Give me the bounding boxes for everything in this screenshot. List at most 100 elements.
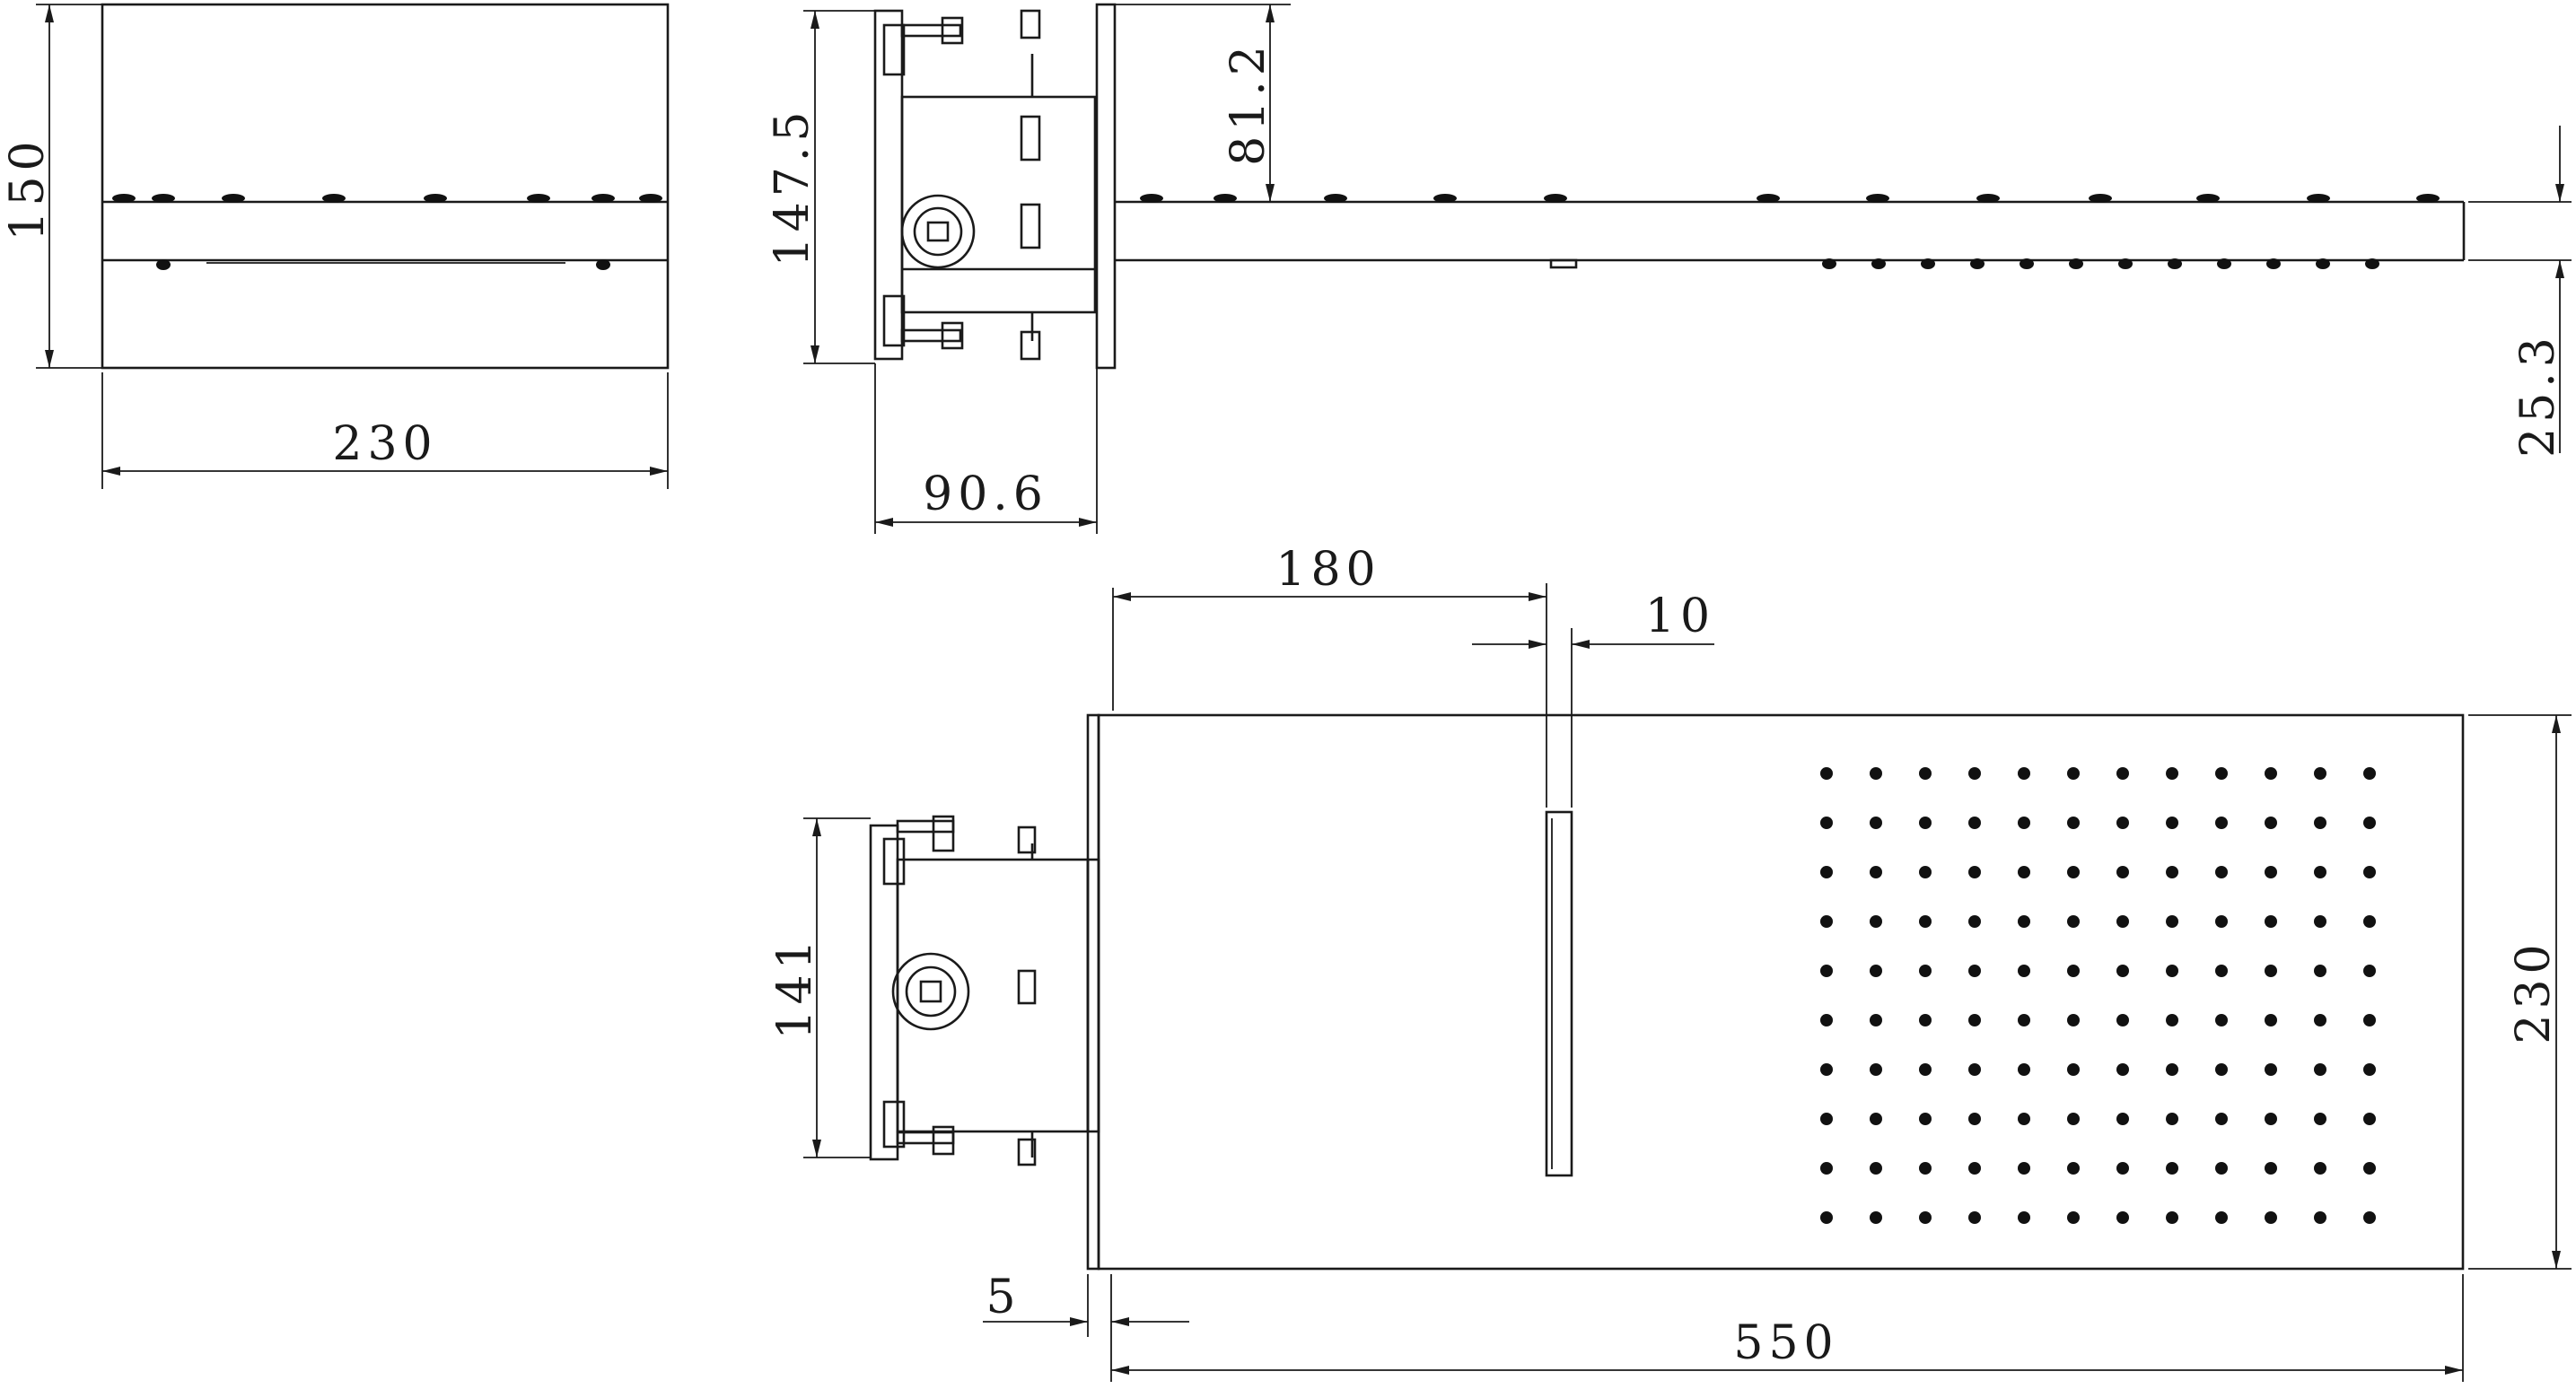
nozzle-dot [1968,1211,1981,1224]
dim-outlet-width: 10 [1472,590,1714,808]
nozzle-dot [2166,866,2178,878]
nozzle-dot [2116,1063,2129,1076]
nozzle-dot [2314,1014,2326,1026]
nozzle-dot [1820,1162,1833,1175]
nozzle-dot [1820,1113,1833,1125]
nozzle-dot [2314,817,2326,829]
nozzle-dot [2316,258,2330,269]
nozzle-dot [1820,1063,1833,1076]
nozzle-dot [2166,1162,2178,1175]
nozzle-dot [2018,915,2030,928]
nozzle-dot [2265,965,2277,977]
nozzle-dot [2307,194,2330,203]
plan-view [869,713,2465,1271]
nozzle-dot [1968,866,1981,878]
nozzle-dot [1822,258,1836,269]
nozzle-dot [2067,1063,2080,1076]
nozzle-dot [1870,915,1882,928]
nozzle-dot [2116,1014,2129,1026]
nozzle-dot [2067,915,2080,928]
dim-valve-depth-label: 90.6 [923,467,1048,521]
nozzle-dot [1820,1211,1833,1224]
nozzle-dot [2215,915,2228,928]
nozzle-dot [639,194,662,203]
nozzle-dot [2018,1211,2030,1224]
nozzle-dot [322,194,346,203]
dim-head-length: 550 [1111,1274,2464,1382]
nozzle-dot [156,259,171,270]
nozzle-dot [1870,1014,1882,1026]
nozzle-dot [2363,915,2376,928]
nozzle-dot [1324,194,1347,203]
nozzle-dot [424,194,447,203]
nozzle-dot [2089,194,2112,203]
nozzle-dot [2265,915,2277,928]
nozzle-dot [2265,1063,2277,1076]
dim-head-width-label: 230 [2507,939,2561,1044]
nozzle-dot [2018,1162,2030,1175]
nozzle-dot [2363,1211,2376,1224]
nozzle-dot [222,194,245,203]
nozzle-dot [1919,915,1932,928]
nozzle-dot [527,194,550,203]
nozzle-dot [2166,965,2178,977]
nozzle-dot [2215,1014,2228,1026]
nozzle-dot [2314,915,2326,928]
dim-side-width-label: 230 [332,417,437,471]
dim-side-height-label: 150 [1,135,55,240]
nozzle-dot [2020,258,2034,269]
dim-flange-thickness: 5 [983,1271,1189,1382]
dim-outlet-position: 180 [1112,543,1547,808]
nozzle-dot [2363,1113,2376,1125]
nozzle-dot [2265,1014,2277,1026]
nozzle-dot [1870,817,1882,829]
nozzle-dot [1870,1162,1882,1175]
nozzle-dot [2363,965,2376,977]
dim-flange-thickness-label: 5 [986,1271,1021,1324]
nozzle-dot [1866,194,1889,203]
dim-mount-height-label: 141 [768,934,822,1039]
side-view [873,3,2466,370]
dim-head-thickness-label: 25.3 [2511,332,2565,458]
nozzle-dot [1968,1063,1981,1076]
nozzle-dot [1968,1113,1981,1125]
nozzle-dot [2118,258,2133,269]
nozzle-grid [1820,767,2376,1224]
nozzle-dot [2018,866,2030,878]
nozzle-dot [1820,915,1833,928]
nozzle-dot [1919,866,1932,878]
nozzle-dot [1870,1063,1882,1076]
nozzle-dot [1870,965,1882,977]
nozzle-dot [1433,194,1457,203]
nozzle-dot [1968,1162,1981,1175]
nozzle-dot [2018,1063,2030,1076]
dim-outlet-position-label: 180 [1275,543,1380,597]
nozzle-dot [1870,1211,1882,1224]
nozzle-dot [2067,767,2080,780]
nozzle-dot [2363,866,2376,878]
head-plate [1097,713,2465,1271]
dim-head-width: 230 [2468,714,2572,1270]
nozzle-dot [591,194,615,203]
nozzle-dot [2215,965,2228,977]
shower-arm-side [1115,194,2466,269]
nozzle-dot [1976,194,2000,203]
nozzle-dot [1870,866,1882,878]
nozzle-dot [2265,817,2277,829]
nozzle-dot [2314,1162,2326,1175]
nozzle-dot [2363,1014,2376,1026]
nozzle-dot [2265,866,2277,878]
nozzle-dot [2166,1014,2178,1026]
nozzle-dot [2067,817,2080,829]
nozzle-dot [2018,767,2030,780]
nozzle-dot [2215,767,2228,780]
nozzle-dot [2067,1113,2080,1125]
nozzle-dot [1820,767,1833,780]
nozzle-dot [1820,965,1833,977]
waterfall-slot [1545,810,1573,1177]
nozzle-dot [2067,1211,2080,1224]
nozzle-dot [1544,194,1567,203]
nozzle-dot [1970,258,1985,269]
nozzle-dot [1919,1113,1932,1125]
